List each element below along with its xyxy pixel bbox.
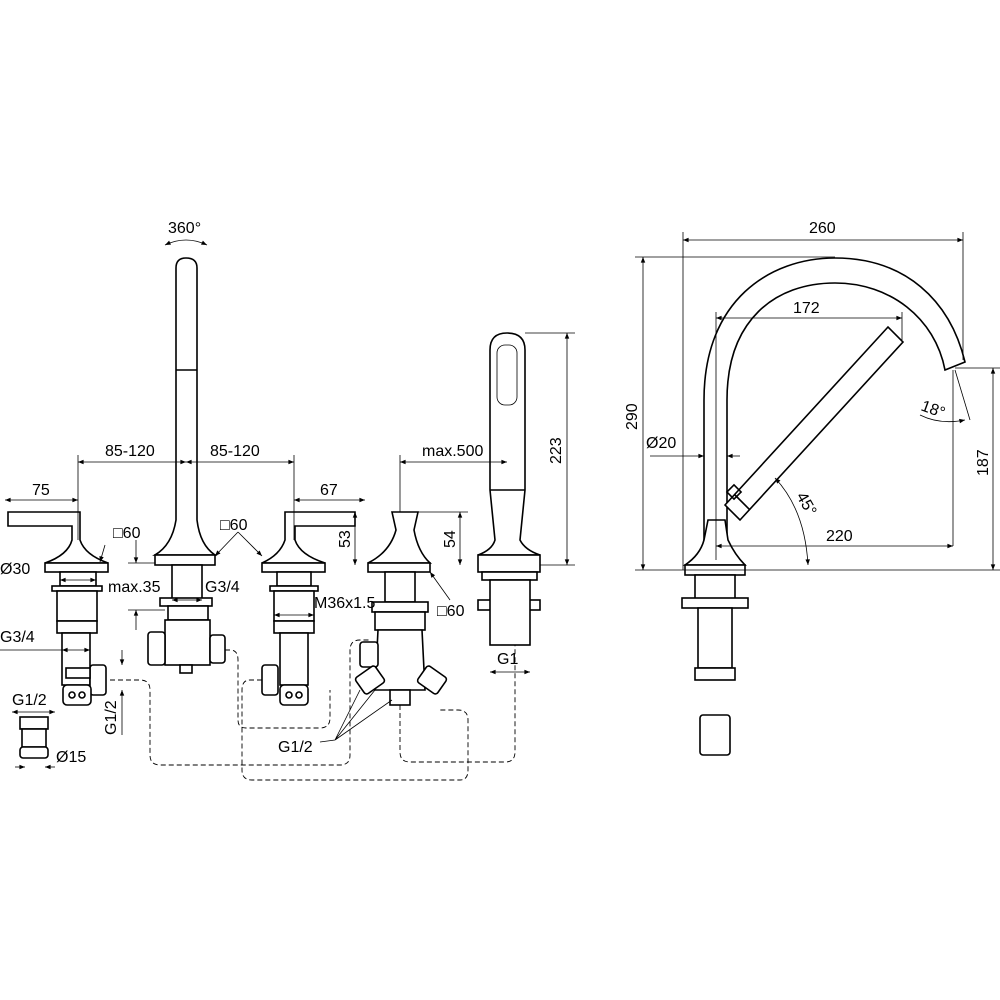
label-shower-reach: 220 — [826, 528, 853, 545]
label-thread-shower: G1 — [497, 651, 518, 668]
spout-side-view — [681, 257, 966, 756]
label-thread-diverter: M36x1.5 — [314, 595, 375, 612]
label-thread-spout: G3/4 — [205, 579, 240, 596]
label-square-left: □60 — [113, 525, 141, 542]
label-connector-diameter: Ø15 — [56, 749, 86, 766]
label-spout-height: 290 — [624, 403, 641, 430]
hand-shower — [477, 332, 541, 646]
diverter — [354, 511, 448, 706]
label-thread-valve: G3/4 — [0, 629, 35, 646]
label-thread-connector: G1/2 — [12, 692, 47, 709]
label-rosette-diameter: Ø30 — [0, 561, 30, 578]
label-square-center: □60 — [220, 517, 248, 534]
label-square-diverter: □60 — [437, 603, 465, 620]
left-valve-handle — [7, 511, 109, 706]
g1-2-connector — [19, 716, 49, 759]
label-lever-right-width: 67 — [320, 482, 338, 499]
label-outlet-height: 187 — [975, 449, 992, 476]
dimension-labels: 360° 85-120 85-120 75 67 max.500 223 53 … — [0, 220, 992, 766]
spout — [147, 257, 226, 674]
label-spacing-left: 85-120 — [105, 443, 155, 460]
label-spout-inner: 172 — [793, 300, 820, 317]
label-thread-outlet: G1/2 — [103, 700, 120, 735]
label-shower-height: 223 — [548, 437, 565, 464]
label-spout-diameter: Ø20 — [646, 435, 676, 452]
label-spout-reach: 260 — [809, 220, 836, 237]
label-lever-height: 53 — [337, 530, 354, 548]
label-thread-hoses: G1/2 — [278, 739, 313, 756]
label-rotation: 360° — [168, 220, 201, 237]
label-shower-angle: 45° — [793, 490, 820, 519]
label-spacing-right: 85-120 — [210, 443, 260, 460]
hose-lines — [110, 639, 516, 781]
label-spout-angle: 18° — [919, 398, 948, 422]
label-lever-left-width: 75 — [32, 482, 50, 499]
label-hose-length: max.500 — [422, 443, 483, 460]
dimension-lines — [0, 232, 1000, 770]
right-valve-handle — [261, 511, 356, 706]
label-diverter-height: 54 — [442, 530, 459, 548]
label-deck-thickness: max.35 — [108, 579, 161, 596]
